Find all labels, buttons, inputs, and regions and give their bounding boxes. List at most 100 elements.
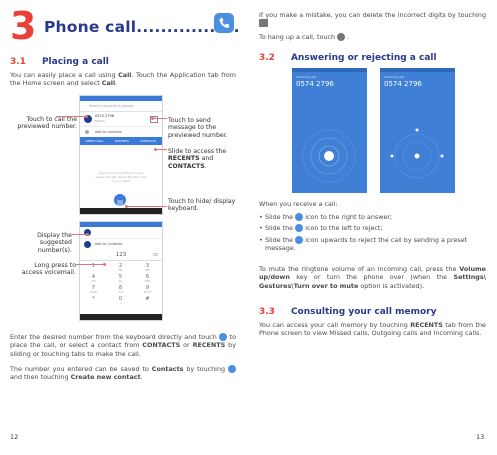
tab-contacts[interactable]: CONTACTS xyxy=(140,139,157,143)
keypad-digit: 1 xyxy=(91,263,96,269)
callout-voicemail: Long press to access voicemail. xyxy=(21,262,76,277)
section-title: Consulting your call memory xyxy=(290,307,437,317)
status-bar xyxy=(292,68,367,72)
keypad-digit: 7 xyxy=(91,285,96,291)
chapter-number: 3 xyxy=(10,4,37,48)
reject-icon xyxy=(295,224,304,233)
section-title: Placing a call xyxy=(41,57,109,67)
callout-dot xyxy=(85,114,88,118)
search-bar[interactable]: Search contacts & places xyxy=(80,101,162,112)
avatar xyxy=(84,115,92,123)
bullet-message: Slide the icon upwards to reject the cal… xyxy=(259,235,486,253)
page-number-right: 13 xyxy=(476,433,485,441)
keypad-digit: 3 xyxy=(145,263,150,269)
answer-rings xyxy=(302,129,356,183)
paragraph-hangup: To hang up a call, touch . xyxy=(259,33,350,41)
dialpad-icon xyxy=(117,200,123,206)
callout-dot xyxy=(103,262,106,266)
preview-sub: Mobile xyxy=(95,119,105,123)
chapter-title: Phone call................. xyxy=(44,18,240,36)
keypad-letters: GHI xyxy=(91,280,96,283)
callout-leader xyxy=(56,116,86,117)
keypad-key[interactable]: # xyxy=(134,296,161,302)
dialpad-toggle-button[interactable] xyxy=(114,194,126,206)
keypad-digit: 8 xyxy=(118,285,123,291)
incoming-number: 0574 2796 xyxy=(296,80,334,88)
add-contacts-row[interactable]: Add to contacts xyxy=(80,127,162,137)
keypad-digit: 5 xyxy=(118,274,123,280)
keypad-digit: 4 xyxy=(91,274,96,280)
suggestion-row[interactable]: Add to Contacts xyxy=(80,239,162,250)
status-bar xyxy=(380,68,455,72)
callout-dot xyxy=(125,204,128,208)
callout-hide-keyboard: Touch to hide/ display keyboard. xyxy=(168,198,236,213)
end-call-icon xyxy=(337,33,346,41)
keypad-letters: WXYZ xyxy=(143,291,152,294)
paragraph-when-receive: When you receive a call: xyxy=(259,200,338,208)
callout-dot xyxy=(151,116,154,120)
callout-leader xyxy=(155,149,167,150)
keypad-digit: * xyxy=(92,296,95,302)
phone-app-icon xyxy=(214,13,234,33)
keypad-digit: 0 xyxy=(118,296,123,302)
tab-speed-dial[interactable]: SPEED DIAL xyxy=(85,139,104,143)
keypad-letters: JKL xyxy=(118,280,123,283)
callout-dot xyxy=(86,232,89,236)
keypad-key[interactable]: * xyxy=(80,296,107,302)
section-title: Answering or rejecting a call xyxy=(290,53,437,63)
keypad-letters: MNO xyxy=(144,280,151,283)
speed-dial-empty-text: Anyone can be added to your speed dial l… xyxy=(95,171,147,183)
callout-suggested: Display the suggested number(s). xyxy=(37,232,72,254)
add-contact-icon xyxy=(84,241,91,248)
callout-send-message: Touch to send message to the previewed n… xyxy=(168,117,228,139)
message-icon xyxy=(295,235,304,244)
answer-icon xyxy=(295,213,304,221)
callout-leader xyxy=(152,118,167,119)
bullet-answer: Slide the icon to the right to answer; xyxy=(259,213,486,222)
answer-bullet-list: Slide the icon to the right to answer; S… xyxy=(259,213,486,256)
callout-leader xyxy=(126,206,167,207)
backspace-icon xyxy=(259,19,268,28)
callout-slide-tabs: Slide to access the RECENTS and CONTACTS… xyxy=(168,148,227,170)
search-placeholder: Search contacts & places xyxy=(89,104,134,108)
status-bar xyxy=(80,96,162,101)
bullet-reject: Slide the icon to the left to reject; xyxy=(259,224,486,233)
swipe-options xyxy=(390,128,444,179)
preview-contact-row[interactable]: 0574 2796 Mobile xyxy=(80,112,162,127)
callout-leader xyxy=(76,264,104,265)
dialer-screenshot-1: Search contacts & places 0574 2796 Mobil… xyxy=(79,95,163,215)
keypad-key[interactable]: 0+ xyxy=(107,296,134,305)
message-icon[interactable] xyxy=(150,116,158,123)
section-number: 3.1 xyxy=(10,57,26,67)
keypad-key[interactable]: 1 xyxy=(80,263,107,269)
keypad-letters: + xyxy=(119,302,122,305)
add-contact-icon xyxy=(85,130,89,134)
contact-row xyxy=(80,227,162,239)
keypad-letters: ABC xyxy=(117,269,124,272)
dialed-number: 123 ⌫ xyxy=(80,250,162,261)
keypad-letters: TUV xyxy=(117,291,124,294)
paragraph-enter-number: Enter the desired number from the keyboa… xyxy=(10,333,236,358)
callout-dot xyxy=(154,147,157,151)
backspace-icon[interactable]: ⌫ xyxy=(152,252,158,257)
keypad-digit: 9 xyxy=(145,285,150,291)
suggestion-label: Add to Contacts xyxy=(95,242,123,246)
callout-call-previewed: Touch to call the previewed number. xyxy=(17,116,77,131)
incoming-call-screenshot-1: Incoming call 0574 2796 xyxy=(292,68,367,193)
incoming-number: 0574 2796 xyxy=(384,80,422,88)
tab-recents[interactable]: RECENTS xyxy=(114,139,129,143)
add-contact-icon xyxy=(228,365,236,373)
keypad-digit: 2 xyxy=(118,263,123,269)
paragraph-save-contact: The number you entered can be saved to C… xyxy=(10,365,236,382)
paragraph-call-memory: You can access your call memory by touch… xyxy=(259,321,486,338)
